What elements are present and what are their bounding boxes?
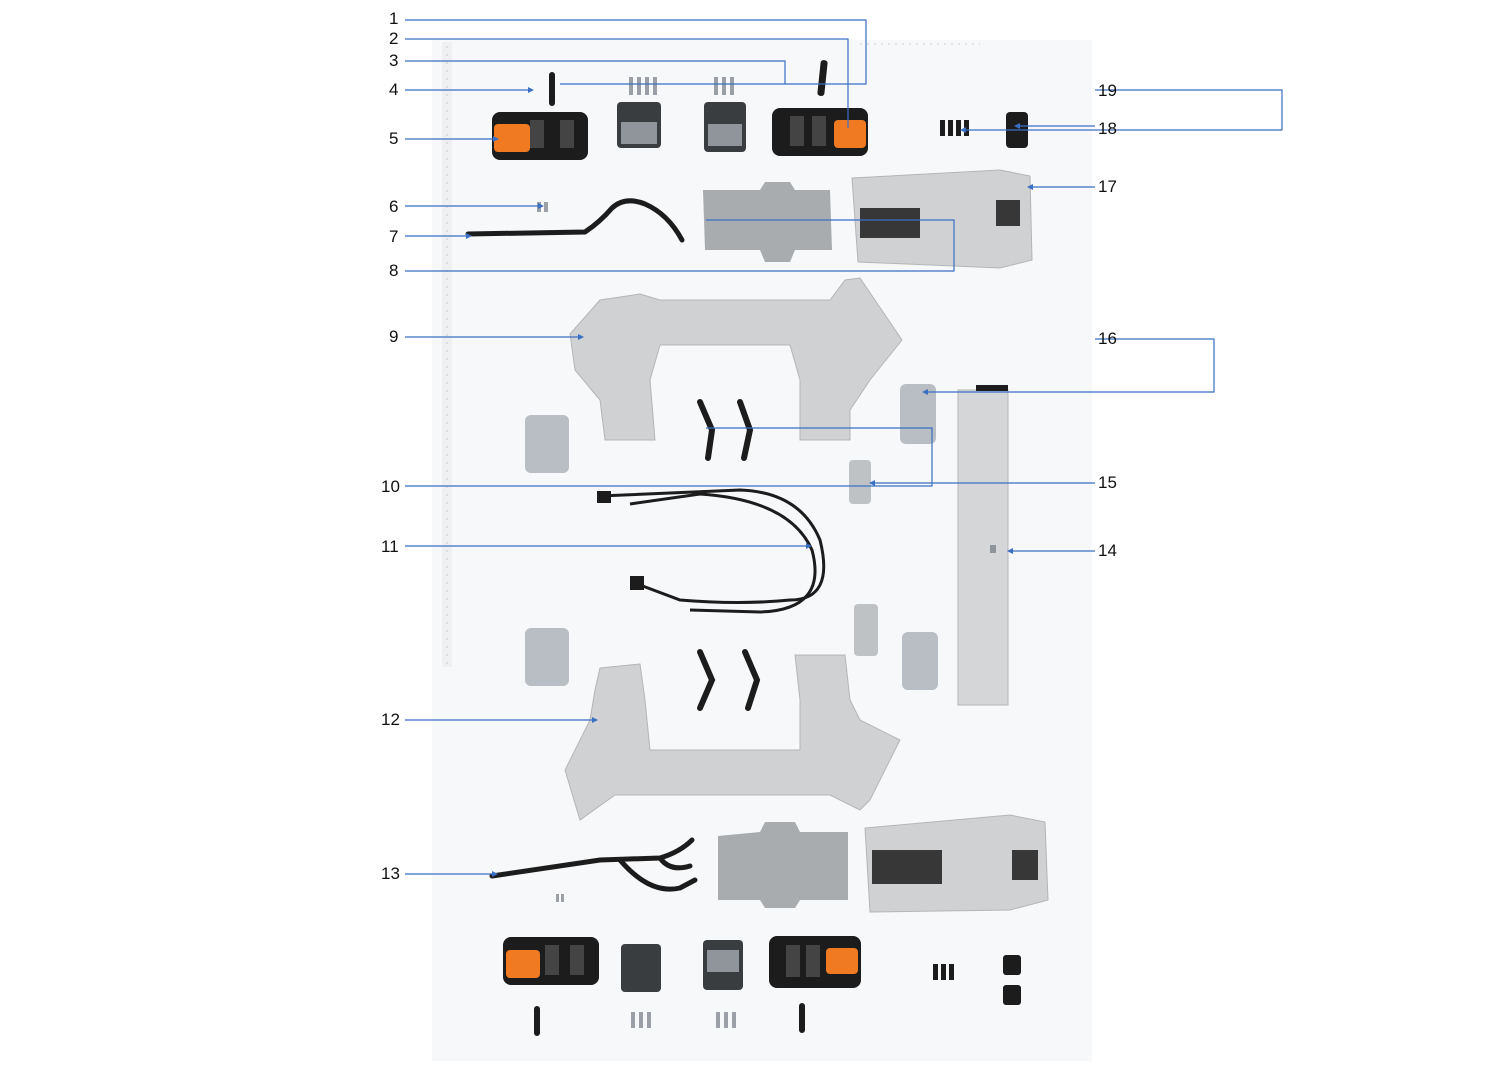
clamp-block-left — [617, 102, 661, 148]
callout-11: 11 — [381, 537, 399, 556]
slide-rail-lower — [864, 814, 1049, 913]
leader-2 — [405, 38, 849, 128]
leader-16 — [928, 338, 1215, 393]
leader-19 — [966, 89, 1283, 131]
callout-4: 4 — [389, 80, 399, 99]
hook-pair-lower — [697, 649, 761, 711]
callout-8: 8 — [389, 261, 399, 280]
clamp-block-right — [704, 102, 746, 152]
screw-set-bottom — [631, 1012, 736, 1028]
leader-3 — [405, 60, 786, 84]
buckle-latch-lower-right — [769, 936, 861, 988]
hook-pair-upper — [697, 399, 754, 461]
wiring-harness — [597, 488, 826, 614]
buckle-latch-right — [772, 108, 868, 156]
leader-10 — [405, 427, 933, 487]
callout-6: 6 — [389, 197, 399, 216]
pin-top-right — [817, 60, 828, 97]
callout-2: 2 — [389, 29, 399, 48]
callout-16: 16 — [1098, 329, 1117, 348]
pins-bottom — [534, 1003, 805, 1036]
buckle-latch-left — [492, 112, 588, 160]
pin-top-left — [549, 72, 555, 106]
callout-12: 12 — [381, 710, 400, 729]
leader-1 — [405, 19, 867, 85]
callout-3: 3 — [389, 51, 399, 70]
hardware-pile-right-lower — [902, 632, 938, 690]
hardware-pile-right-upper — [900, 384, 936, 444]
cover-plate-upper — [703, 182, 832, 262]
slide-rail-upper — [851, 169, 1033, 269]
hardware-pile-left-upper — [525, 415, 569, 473]
clamp-block-lower-left — [621, 944, 661, 992]
callout-7: 7 — [389, 227, 399, 246]
callout-19: 19 — [1098, 81, 1117, 100]
callout-5: 5 — [389, 129, 399, 148]
main-frame-upper — [569, 277, 903, 441]
buckle-latch-lower-left — [503, 937, 599, 985]
leader-lines — [405, 19, 1283, 875]
end-cap-15 — [849, 460, 871, 504]
callout-15: 15 — [1098, 473, 1117, 492]
callout-9: 9 — [389, 327, 399, 346]
callout-1: 1 — [389, 9, 399, 28]
hardware-pile-left-lower — [525, 628, 569, 686]
small-screws-lower — [556, 894, 564, 902]
callout-10: 10 — [381, 477, 400, 496]
end-cap-lower — [854, 604, 878, 656]
cover-plate-lower — [718, 822, 848, 908]
callout-18: 18 — [1098, 119, 1117, 138]
leader-8 — [405, 219, 955, 272]
screw-set-top-a — [629, 77, 657, 95]
bracket-rod-lower — [489, 837, 698, 892]
callout-14: 14 — [1098, 541, 1117, 560]
ruler-vertical — [442, 42, 452, 667]
callout-13: 13 — [381, 864, 400, 883]
leader-arrowheads — [466, 87, 1033, 877]
bracket-rod-upper — [465, 198, 685, 243]
screw-set-top-b — [714, 77, 734, 95]
bolt-set-18 — [940, 120, 969, 136]
upright-column — [957, 385, 1009, 706]
bolt-set-lower — [933, 964, 954, 980]
clamp-block-lower-right — [703, 940, 743, 990]
callout-17: 17 — [1098, 177, 1117, 196]
main-frame-lower — [564, 654, 901, 821]
black-clips-lower — [1003, 955, 1021, 1005]
